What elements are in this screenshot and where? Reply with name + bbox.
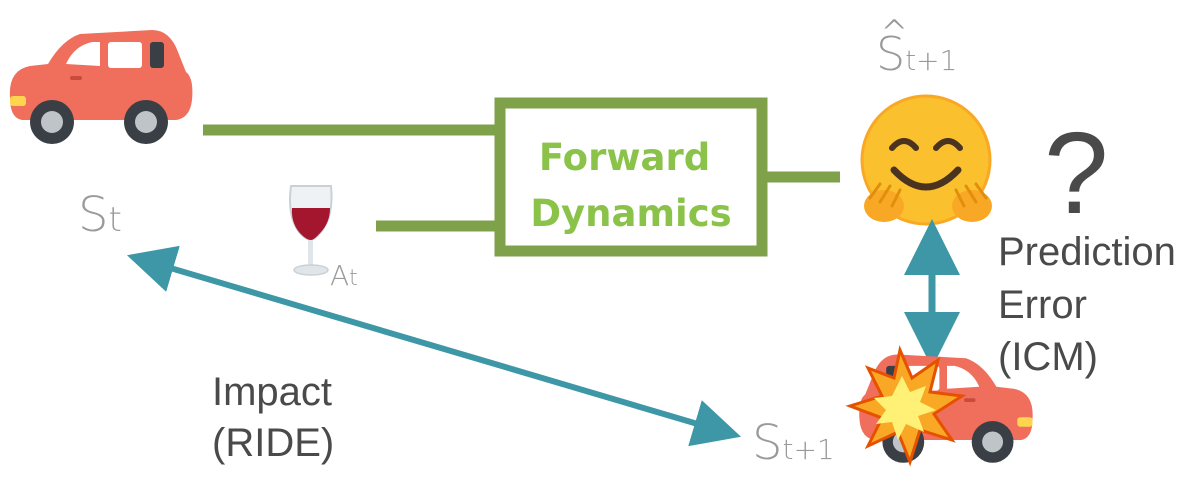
state-pred-hat: ^	[880, 13, 909, 53]
collision-icon	[845, 345, 967, 467]
impact-line2: (RIDE)	[212, 421, 334, 465]
prediction-error-line1: Prediction	[998, 230, 1176, 274]
forward-dynamics-box	[494, 97, 768, 257]
state-t-sub: t	[108, 200, 121, 240]
svg-text:Forward Dynamics: Forward Dynamics	[530, 136, 731, 235]
svg-text:St+1: St+1	[876, 27, 957, 81]
state-pred-sub: t+1	[905, 44, 957, 77]
state-next-sub: t+1	[782, 433, 834, 466]
question-mark: ?	[1044, 108, 1109, 238]
impact-line1: Impact	[212, 370, 332, 414]
impact-arrow	[126, 245, 742, 447]
svg-text:Impact (RIDE): Impact (RIDE)	[212, 370, 343, 465]
svg-text:At: At	[330, 259, 358, 292]
state-t-base: S	[78, 187, 108, 243]
box-label-line2: Dynamics	[530, 192, 731, 235]
action-t-base: A	[330, 259, 349, 292]
action-t-sub: t	[349, 266, 358, 291]
svg-text:Prediction Error (ICM): Prediction Error (ICM)	[998, 230, 1187, 379]
action-to-box-line	[376, 220, 506, 246]
state-to-box-line	[203, 112, 506, 136]
prediction-error-line2: Error	[998, 283, 1087, 327]
svg-text:St: St	[78, 187, 122, 243]
prediction-error-line3: (ICM)	[998, 335, 1098, 379]
state-pred-base: S	[876, 27, 905, 81]
hugging-face-icon	[860, 94, 992, 226]
state-next-base: S	[752, 415, 782, 471]
wine-glass-icon	[289, 185, 333, 276]
svg-text:St+1: St+1	[752, 415, 835, 471]
box-label-line1: Forward	[539, 136, 710, 179]
car-icon	[9, 30, 193, 144]
